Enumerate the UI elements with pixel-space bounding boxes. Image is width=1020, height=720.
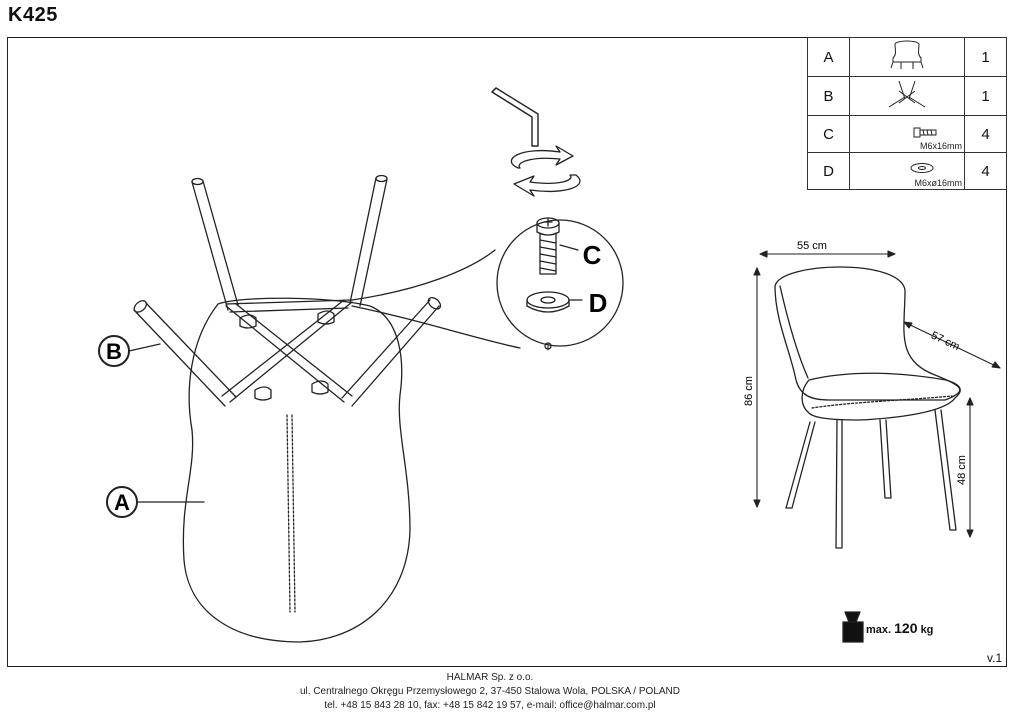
mount-plate-left: [254, 386, 272, 401]
part-letter: C: [807, 115, 850, 153]
part-letter: D: [807, 152, 850, 190]
parts-row: A 1: [807, 37, 1007, 77]
rotate-icon: [510, 145, 581, 197]
weight-icon: [842, 611, 864, 643]
callout-b-label: B: [106, 339, 122, 364]
seat-shell-outline: [182, 297, 411, 643]
zoom-leader-upper: [351, 249, 496, 301]
chair-side-view: [774, 266, 961, 549]
dim-seat-height-label: 48 cm: [956, 455, 968, 485]
footer: HALMAR Sp. z o.o. ul. Centralnego Okręgu…: [0, 671, 980, 713]
leg-frame-icon: [849, 76, 965, 116]
parts-row: B 1: [807, 76, 1007, 116]
zoom-leader-lower: [351, 305, 521, 349]
footer-company: HALMAR Sp. z o.o.: [446, 672, 534, 683]
bolt-icon: M6x16mm: [849, 115, 965, 153]
parts-row: C M6x16mm 4: [807, 115, 1007, 153]
callout-c-label: C: [583, 240, 602, 270]
washer-detail: [526, 291, 570, 313]
seat-center-seam: [286, 414, 291, 613]
dim-width-label: 55 cm: [797, 240, 827, 252]
bolt-detail: [536, 217, 560, 275]
part-qty: 4: [964, 152, 1007, 190]
part-letter: A: [807, 37, 850, 77]
dimension-lines: [753, 250, 1001, 538]
allen-key-icon: [491, 87, 539, 147]
max-load-unit: kg: [920, 624, 934, 636]
max-load-prefix: max.: [866, 624, 892, 636]
dim-height-label: 86 cm: [743, 376, 755, 406]
parts-table: A 1 B 1 C: [807, 37, 1007, 190]
dim-depth-label: 57 cm: [929, 330, 961, 354]
parts-row: D M6xø16mm 4: [807, 152, 1007, 190]
max-load: max. 120 kg: [866, 620, 933, 636]
part-letter: B: [807, 76, 850, 116]
footer-address: ul. Centralnego Okręgu Przemysłowego 2, …: [299, 686, 680, 697]
version-label: v.1: [987, 651, 1003, 665]
model-title: K425: [8, 4, 58, 26]
max-load-value: 120: [894, 620, 918, 636]
callout-d-label: D: [589, 288, 608, 318]
chair-seat-icon: [849, 37, 965, 77]
zoom-circle: [496, 219, 624, 347]
part-spec: M6xø16mm: [914, 178, 962, 188]
part-qty: 1: [964, 76, 1007, 116]
part-spec: M6x16mm: [919, 141, 962, 151]
drawing-frame: [7, 37, 1007, 667]
footer-contact: tel. +48 15 843 28 10, fax: +48 15 842 1…: [324, 700, 656, 711]
leg-frame: [133, 174, 442, 407]
part-qty: 4: [964, 115, 1007, 153]
part-qty: 1: [964, 37, 1007, 77]
callout-a-label: A: [114, 490, 130, 515]
washer-icon: M6xø16mm: [849, 152, 965, 190]
